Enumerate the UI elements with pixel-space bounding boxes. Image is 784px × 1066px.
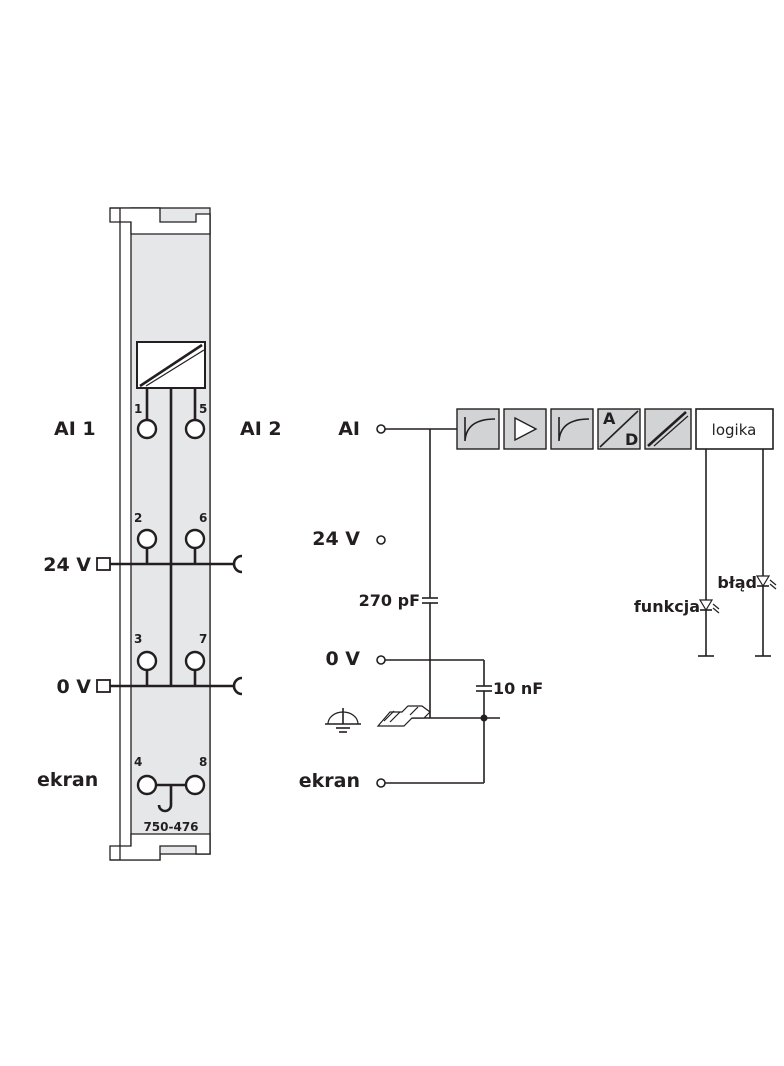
terminal-number: 5 [199,402,207,416]
filter-block-1 [456,408,500,450]
logic-label: logika [712,421,757,439]
0v-label: 0 V [56,676,91,698]
24v-input-terminal [376,535,386,545]
ai1-label: AI 1 [54,418,96,440]
ad-label-d: D [625,430,638,449]
terminal-number: 3 [134,632,142,646]
capacitor-10nf-label: 10 nF [493,679,543,698]
shield-input-terminal [376,778,386,788]
terminal-3[interactable]: 3 [134,632,158,672]
terminal-7[interactable]: 7 [184,632,207,672]
0v-input-terminal [376,655,386,665]
24v-contact-left [96,557,111,571]
amplifier-block [503,408,547,450]
error-led-icon [755,575,777,590]
ai2-label: AI 2 [240,418,282,440]
terminal-1[interactable]: 1 [134,402,158,440]
ad-converter-block: A D [597,408,641,450]
isolation-block [644,408,692,450]
logic-block: logika [695,408,774,450]
0v-input-label: 0 V [325,648,360,670]
ad-label-a: A [603,409,616,428]
ai-input-label: AI [338,418,360,440]
24v-input-label: 24 V [312,528,360,550]
io-module: 1 5 2 6 3 7 [96,207,243,861]
terminal-number: 1 [134,402,142,416]
0v-contact-right [232,676,243,696]
filter-block-2 [550,408,594,450]
function-led-icon [698,599,720,614]
junction-dot [480,714,488,722]
part-number: 750-476 [143,820,198,834]
error-led-label: błąd [717,573,757,592]
terminal-number: 2 [134,511,142,525]
24v-contact-right [232,554,243,574]
terminal-number: 4 [134,755,142,769]
terminal-number: 8 [199,755,207,769]
terminal-2[interactable]: 2 [134,511,158,550]
ai-input-terminal [376,424,386,434]
0v-contact-left [96,679,111,693]
din-rail-icon [376,705,431,727]
capacitor-270pf-label: 270 pF [359,591,420,610]
terminal-number: 7 [199,632,207,646]
24v-label: 24 V [43,554,91,576]
shield-label: ekran [37,769,98,791]
terminal-4[interactable]: 4 [134,755,158,796]
rail-clip-bottom [110,833,211,861]
ground-icon [325,708,361,733]
converter-symbol [136,341,206,389]
terminal-8[interactable]: 8 [184,755,207,796]
shield-input-label: ekran [299,770,360,792]
rail-clip-top [110,207,211,235]
terminal-number: 6 [199,511,207,525]
terminal-6[interactable]: 6 [184,511,207,550]
schematic: AI 24 V 0 V ekran 270 pF 10 nF [299,408,777,792]
terminal-5[interactable]: 5 [184,402,207,440]
function-led-label: funkcja [634,597,700,616]
shield-tab [157,785,173,813]
